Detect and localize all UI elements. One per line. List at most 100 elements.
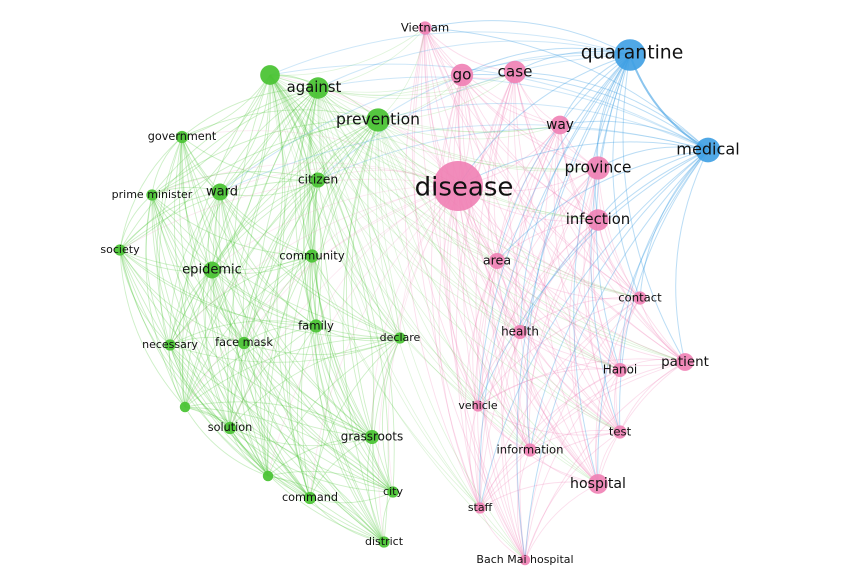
edge: [469, 405, 481, 509]
edge: [156, 136, 183, 346]
edge: [424, 27, 686, 363]
edge: [151, 194, 313, 257]
edge: [479, 481, 599, 509]
edge: [211, 269, 394, 493]
edge: [424, 27, 641, 299]
node-test: [613, 425, 627, 439]
edge: [529, 429, 621, 451]
edge: [477, 358, 686, 407]
node-n_green_b: [179, 401, 191, 413]
edge: [181, 136, 317, 327]
edge: [371, 185, 459, 438]
node-hospital: [588, 474, 608, 494]
edge: [317, 87, 599, 170]
node-city: [387, 486, 399, 498]
edge: [119, 249, 394, 493]
edge: [253, 87, 319, 477]
edge: [472, 260, 498, 407]
label-declare: declare: [380, 331, 421, 344]
edge: [211, 255, 313, 274]
node-declare: [394, 332, 406, 344]
edge: [151, 194, 385, 543]
edge: [377, 119, 641, 299]
edge: [269, 74, 621, 371]
edge: [158, 136, 186, 408]
edge: [243, 179, 319, 344]
edge: [519, 219, 599, 561]
edge: [465, 260, 498, 509]
edge: [119, 87, 319, 251]
edge: [424, 27, 599, 485]
edge: [317, 87, 521, 333]
edge: [269, 74, 526, 561]
edge: [479, 449, 531, 509]
edge: [461, 47, 631, 76]
edge: [169, 269, 213, 346]
label-society: society: [100, 243, 140, 256]
label-health: health: [501, 325, 539, 339]
edge: [597, 167, 686, 363]
edge: [519, 219, 599, 333]
edge: [455, 71, 516, 509]
edge: [529, 369, 621, 451]
edge: [211, 119, 379, 271]
edge: [299, 87, 319, 257]
edge: [309, 255, 385, 543]
edge: [119, 249, 245, 344]
edge: [479, 54, 631, 509]
node-against: [307, 77, 329, 99]
edge: [487, 71, 516, 262]
label-medical: medical: [676, 140, 739, 159]
label-city: city: [383, 485, 403, 498]
edge: [240, 342, 269, 477]
edge: [457, 54, 631, 187]
node-way: [550, 115, 570, 135]
label-primeminister: prime minister: [112, 188, 193, 201]
edge: [597, 361, 686, 485]
edge: [151, 194, 317, 327]
edge: [317, 87, 561, 133]
edge: [529, 361, 686, 451]
edge: [457, 185, 686, 363]
node-bachmai: [519, 554, 531, 566]
edge: [597, 146, 709, 169]
edge: [269, 74, 389, 543]
label-vehicle: vehicle: [458, 399, 497, 412]
node-n_green_a: [260, 65, 280, 85]
edge: [377, 119, 621, 371]
edge: [481, 260, 526, 561]
label-command: command: [282, 491, 338, 504]
label-patient: patient: [661, 355, 709, 370]
edge: [309, 185, 459, 499]
edge: [151, 194, 394, 493]
edge: [169, 344, 311, 499]
edge: [145, 194, 186, 408]
edge: [519, 167, 599, 333]
edge: [345, 119, 379, 438]
edge: [461, 74, 686, 363]
node-epidemic: [203, 261, 221, 279]
edge: [267, 470, 394, 493]
edge: [184, 119, 379, 408]
edge: [119, 194, 153, 251]
edge: [317, 54, 631, 181]
edge: [309, 179, 385, 543]
edge: [457, 185, 621, 371]
edge: [496, 149, 709, 262]
label-citizen: citizen: [298, 173, 338, 187]
edge: [479, 149, 709, 509]
edge: [178, 136, 269, 477]
edge: [229, 119, 379, 429]
edge: [519, 331, 621, 433]
label-district: district: [365, 535, 404, 548]
edge: [303, 87, 385, 543]
edge: [514, 71, 621, 371]
edge: [269, 74, 479, 407]
edge: [243, 337, 401, 356]
edge: [317, 87, 621, 433]
edge: [377, 185, 459, 543]
edge: [377, 119, 479, 407]
edge: [514, 71, 599, 221]
edge: [367, 436, 385, 543]
edge: [151, 194, 269, 477]
